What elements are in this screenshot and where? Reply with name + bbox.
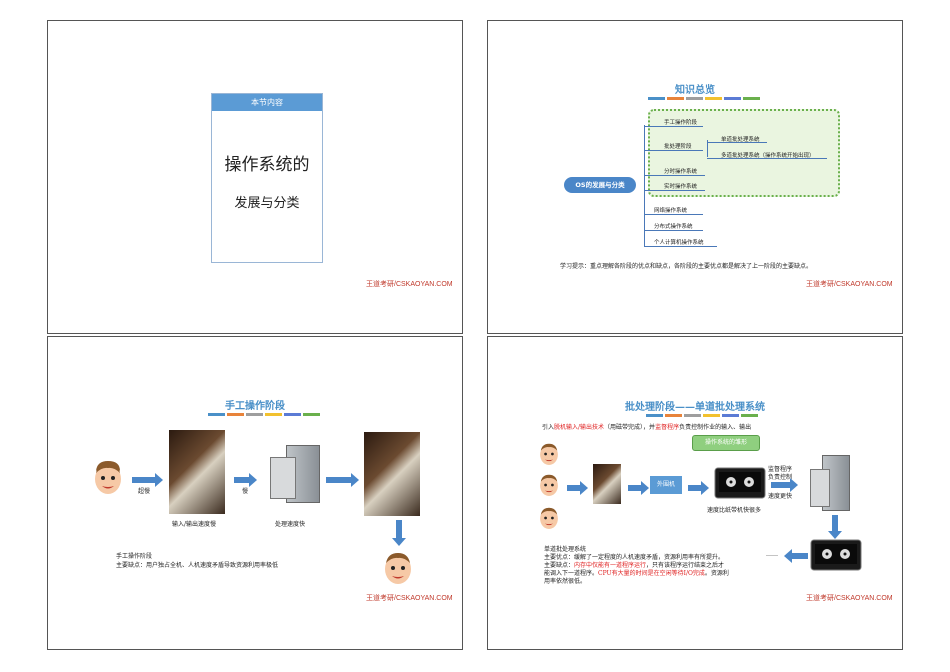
arrow-right — [567, 481, 588, 495]
para-end: 用率依然很低。 — [544, 578, 587, 585]
node-batch: 批处理阶段 — [664, 144, 692, 150]
note-title: 手工操作阶段 — [116, 553, 153, 560]
note-drawback: 主要缺点：用户独占全机、人机速度矛盾导致资源利用率极低 — [116, 562, 279, 569]
tape-reader-image — [169, 430, 225, 514]
faster-label: 速度更快 — [768, 493, 793, 500]
caption-cpu-fast: 处理速度快 — [275, 521, 306, 528]
user-face-icon — [385, 553, 411, 584]
slide-1[interactable]: 本节内容 操作系统的 发展与分类 王道考研/CSKAOYAN.COM — [47, 20, 463, 334]
tape-output-image — [364, 432, 420, 516]
content-box: 本节内容 操作系统的 发展与分类 — [211, 93, 323, 263]
arrow-right — [688, 481, 709, 495]
watermark: 王道考研/CSKAOYAN.COM — [806, 595, 893, 602]
computer-tower-image — [810, 455, 850, 511]
arrow-right — [628, 481, 649, 495]
arrow-right — [132, 473, 163, 487]
arrow-right — [326, 473, 359, 487]
color-bar — [208, 413, 320, 416]
tape-drive-icon — [810, 539, 862, 571]
label-very-slow: 超慢 — [138, 488, 151, 495]
arrow-down — [832, 515, 838, 533]
node-timesharing: 分时操作系统 — [664, 169, 698, 175]
slide-title: 手工操作阶段 — [225, 401, 285, 412]
tape-drive-icon — [714, 467, 766, 499]
computer-tower-image — [270, 445, 320, 503]
monitor-label-1: 监督程序 — [768, 466, 793, 473]
node-pc: 个人计算机操作系统 — [654, 240, 704, 246]
monitor-label-2: 负责控制 — [768, 474, 793, 481]
watermark: 王道考研/CSKAOYAN.COM — [806, 281, 893, 288]
watermark: 王道考研/CSKAOYAN.COM — [366, 281, 453, 288]
user-face-icon — [540, 507, 558, 529]
tape-caption: 速度比纸带机快很多 — [707, 507, 762, 514]
learning-hint: 学习提示：重点理解各阶段的优点和缺点，各阶段的主要优点都是解决了上一阶段的主要缺… — [560, 263, 813, 270]
slide-2[interactable]: 知识总览 OS的发展与分类 手工操作阶段 批处理阶段 单道批处理系统 多道批处理… — [487, 20, 903, 334]
node-distributed: 分布式操作系统 — [654, 224, 693, 230]
node-realtime: 实时操作系统 — [664, 184, 698, 190]
para-advantage: 主要优点：缓解了一定程度的人机速度矛盾，资源利用率有所提升。 — [544, 554, 725, 561]
root-node: OS的发展与分类 — [564, 177, 636, 193]
tape-reader-image — [593, 464, 621, 504]
node-network: 网络操作系统 — [654, 208, 688, 214]
slide-title: 批处理阶段——单道批处理系统 — [625, 402, 765, 413]
slide-4[interactable]: 批处理阶段——单道批处理系统 引入脱机输入/输出技术（用磁带完成），并监督程序负… — [487, 336, 903, 650]
highlight-region — [648, 109, 840, 197]
color-bar — [648, 97, 760, 100]
arrow-left — [792, 553, 808, 559]
para-title: 单道批处理系统 — [544, 546, 587, 553]
ellipsis: …… — [766, 551, 778, 558]
box-line2: 发展与分类 — [234, 196, 300, 211]
arrow-right — [771, 478, 798, 492]
arrow-right — [234, 473, 257, 487]
para-drawback: 主要缺点：内存中仅能有一道程序运行，只有该程序运行结束之后才 — [544, 562, 725, 569]
slide-3[interactable]: 手工操作阶段 超慢 输入/输出速度慢 慢 处理速度快 — [47, 336, 463, 650]
batch-branch — [707, 140, 708, 157]
node-single-batch: 单道批处理系统 — [721, 137, 760, 143]
node-multi-batch: 多道批处理系统（操作系统开始出现） — [721, 153, 815, 159]
user-face-icon — [540, 474, 558, 496]
user-face-icon — [95, 461, 121, 494]
peripheral-box: 外围机 — [650, 476, 682, 494]
slide-title: 知识总览 — [675, 85, 715, 96]
trunk-line — [644, 125, 645, 247]
os-prototype-bubble: 操作系统的雏形 — [692, 435, 760, 451]
color-bar — [646, 414, 758, 417]
user-face-icon — [540, 443, 558, 465]
para-drawback-cont: 能调入下一道程序。CPU有大量的时间是在空闲等待I/O完成。资源利 — [544, 570, 729, 577]
intro-text: 引入脱机输入/输出技术（用磁带完成），并监督程序负责控制作业的输入、输出 — [542, 424, 752, 431]
watermark: 王道考研/CSKAOYAN.COM — [366, 595, 453, 602]
label-slow: 慢 — [242, 488, 249, 495]
box-header: 本节内容 — [212, 94, 322, 111]
caption-io-slow: 输入/输出速度慢 — [172, 521, 217, 528]
node-manual: 手工操作阶段 — [664, 120, 698, 126]
box-line1: 操作系统的 — [224, 155, 310, 175]
arrow-down — [396, 520, 402, 540]
